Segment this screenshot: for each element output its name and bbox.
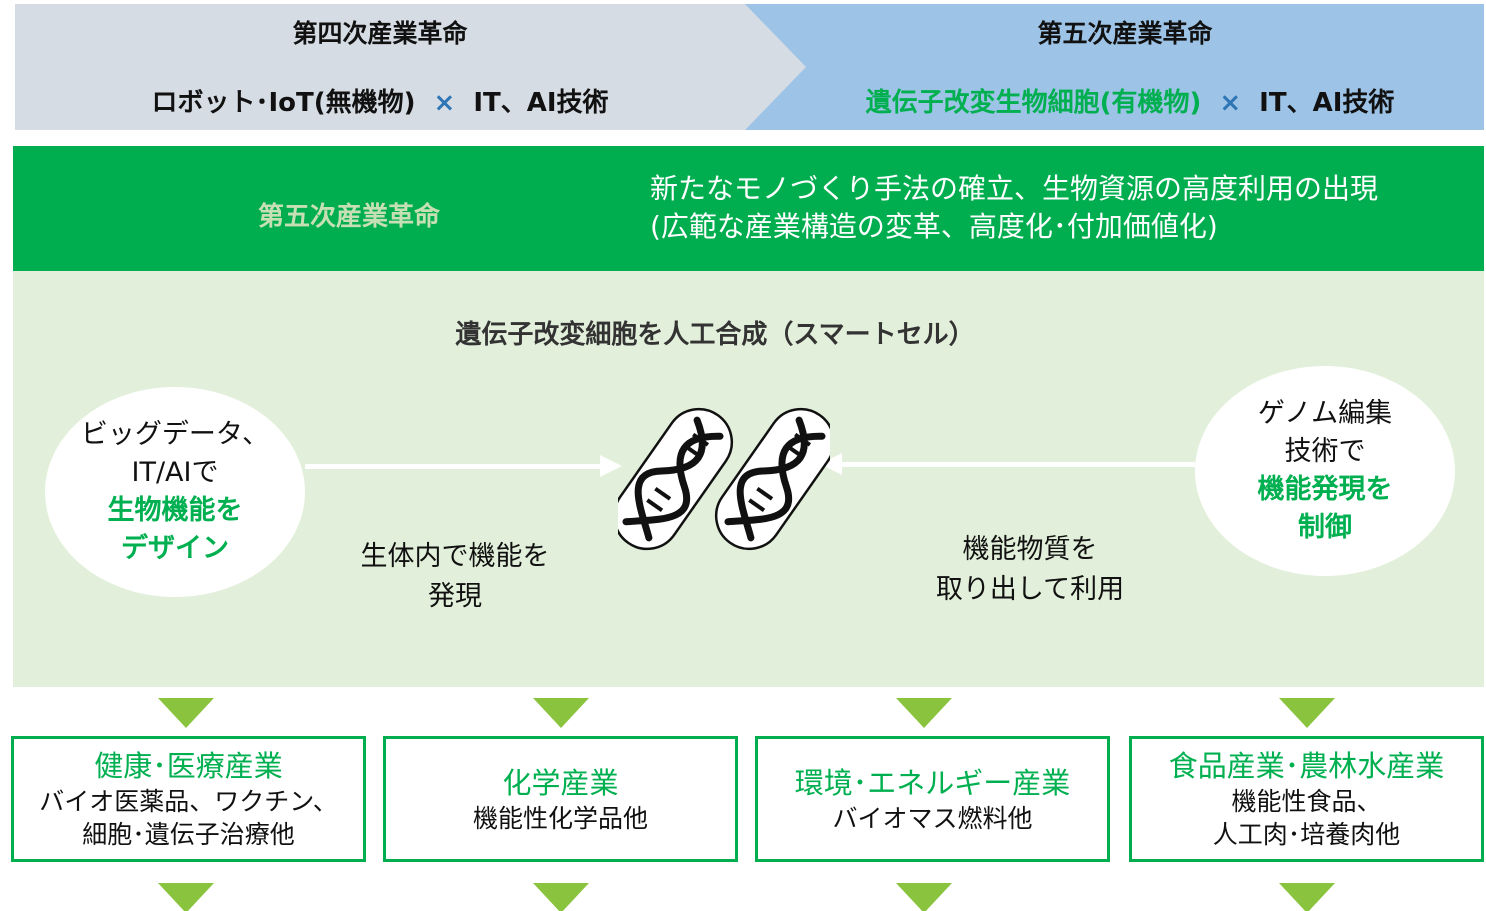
industry-sub1: バイオ医薬品、ワクチン、 bbox=[39, 787, 338, 816]
down-arrow-icon bbox=[1279, 698, 1335, 728]
industry-sub1: バイオマス燃料他 bbox=[832, 803, 1033, 833]
fourth-revolution-formula: ロボット･IoT(無機物) × IT、AI技術 bbox=[15, 82, 745, 119]
genome-circle-highlight2: 制御 bbox=[1298, 512, 1352, 543]
express-function-line1: 生体内で機能を bbox=[360, 541, 550, 572]
design-circle-line2: IT/AIで bbox=[131, 457, 219, 488]
extract-substance-label: 機能物質を 取り出して利用 bbox=[920, 530, 1140, 610]
express-function-line2: 発現 bbox=[428, 581, 482, 612]
right-arrow-head-icon bbox=[600, 455, 622, 477]
header-bar-desc-line1: 新たなモノづくり手法の確立、生物資源の高度利用の出現 bbox=[650, 172, 1379, 205]
fifth-revolution-title: 第五次産業革命 bbox=[1037, 19, 1213, 48]
dna-cell-icon bbox=[618, 407, 830, 551]
design-circle: ビッグデータ、 IT/AIで 生物機能を デザイン bbox=[45, 387, 305, 597]
right-arrow-shaft bbox=[305, 464, 605, 469]
fifth-revolution-band bbox=[745, 4, 1484, 130]
industry-title: 健康･医療産業 bbox=[94, 749, 283, 783]
industry-box-health: 健康･医療産業 バイオ医薬品、ワクチン、 細胞･遺伝子治療他 bbox=[11, 736, 366, 862]
industry-title: 環境･エネルギー産業 bbox=[794, 765, 1071, 800]
header-bar-description: 新たなモノづくり手法の確立、生物資源の高度利用の出現 (広範な産業構造の変革、高… bbox=[650, 170, 1378, 246]
header-bar-desc-line2: (広範な産業構造の変革、高度化･付加価値化) bbox=[650, 210, 1218, 243]
down-arrow-icon bbox=[896, 883, 952, 911]
extract-substance-line2: 取り出して利用 bbox=[935, 574, 1125, 605]
genome-circle-line2: 技術で bbox=[1284, 436, 1366, 467]
down-arrow-icon bbox=[533, 698, 589, 728]
fourth-formula-tech: IT、AI技術 bbox=[473, 88, 609, 118]
genome-circle-line1: ゲノム編集 bbox=[1257, 398, 1393, 429]
down-arrow-icon bbox=[533, 883, 589, 911]
industry-title: 化学産業 bbox=[502, 765, 619, 800]
industry-sub1: 機能性食品、 bbox=[1231, 787, 1382, 816]
fourth-formula-main: ロボット･IoT(無機物) bbox=[151, 88, 416, 118]
industry-box-chemical: 化学産業 機能性化学品他 bbox=[383, 736, 738, 862]
genome-circle-highlight1: 機能発現を bbox=[1257, 474, 1393, 505]
down-arrow-icon bbox=[1279, 883, 1335, 911]
header-bar-title: 第五次産業革命 bbox=[258, 202, 441, 232]
extract-substance-line1: 機能物質を bbox=[962, 534, 1098, 565]
down-arrow-icon bbox=[158, 883, 214, 911]
fifth-formula-main: 遺伝子改変生物細胞(有機物) bbox=[865, 88, 1202, 118]
industry-sub2: 人工肉･培養肉他 bbox=[1212, 820, 1401, 849]
industry-sub2: 細胞･遺伝子治療他 bbox=[82, 820, 295, 849]
express-function-label: 生体内で機能を 発現 bbox=[335, 537, 575, 617]
genome-editing-circle: ゲノム編集 技術で 機能発現を 制御 bbox=[1195, 366, 1455, 576]
down-arrow-icon bbox=[158, 698, 214, 728]
times-icon: × bbox=[433, 88, 456, 118]
header-bar bbox=[13, 146, 1484, 271]
fourth-revolution-title: 第四次産業革命 bbox=[292, 19, 468, 48]
industry-sub1: 機能性化学品他 bbox=[472, 803, 648, 833]
left-arrow-shaft bbox=[840, 462, 1195, 467]
panel-title: 遺伝子改変細胞を人工合成（スマートセル） bbox=[455, 320, 975, 350]
industry-title: 食品産業･農林水産業 bbox=[1168, 749, 1445, 783]
industry-box-food: 食品産業･農林水産業 機能性食品、 人工肉･培養肉他 bbox=[1129, 736, 1484, 862]
design-circle-highlight1: 生物機能を bbox=[107, 495, 243, 526]
industry-box-energy: 環境･エネルギー産業 バイオマス燃料他 bbox=[755, 736, 1110, 862]
fifth-revolution-formula: 遺伝子改変生物細胞(有機物) × IT、AI技術 bbox=[800, 82, 1460, 119]
fifth-formula-tech: IT、AI技術 bbox=[1259, 88, 1395, 118]
design-circle-line1: ビッグデータ、 bbox=[80, 419, 270, 450]
fourth-revolution-band bbox=[15, 4, 811, 130]
times-icon: × bbox=[1219, 88, 1242, 118]
design-circle-highlight2: デザイン bbox=[121, 533, 229, 564]
down-arrow-icon bbox=[896, 698, 952, 728]
